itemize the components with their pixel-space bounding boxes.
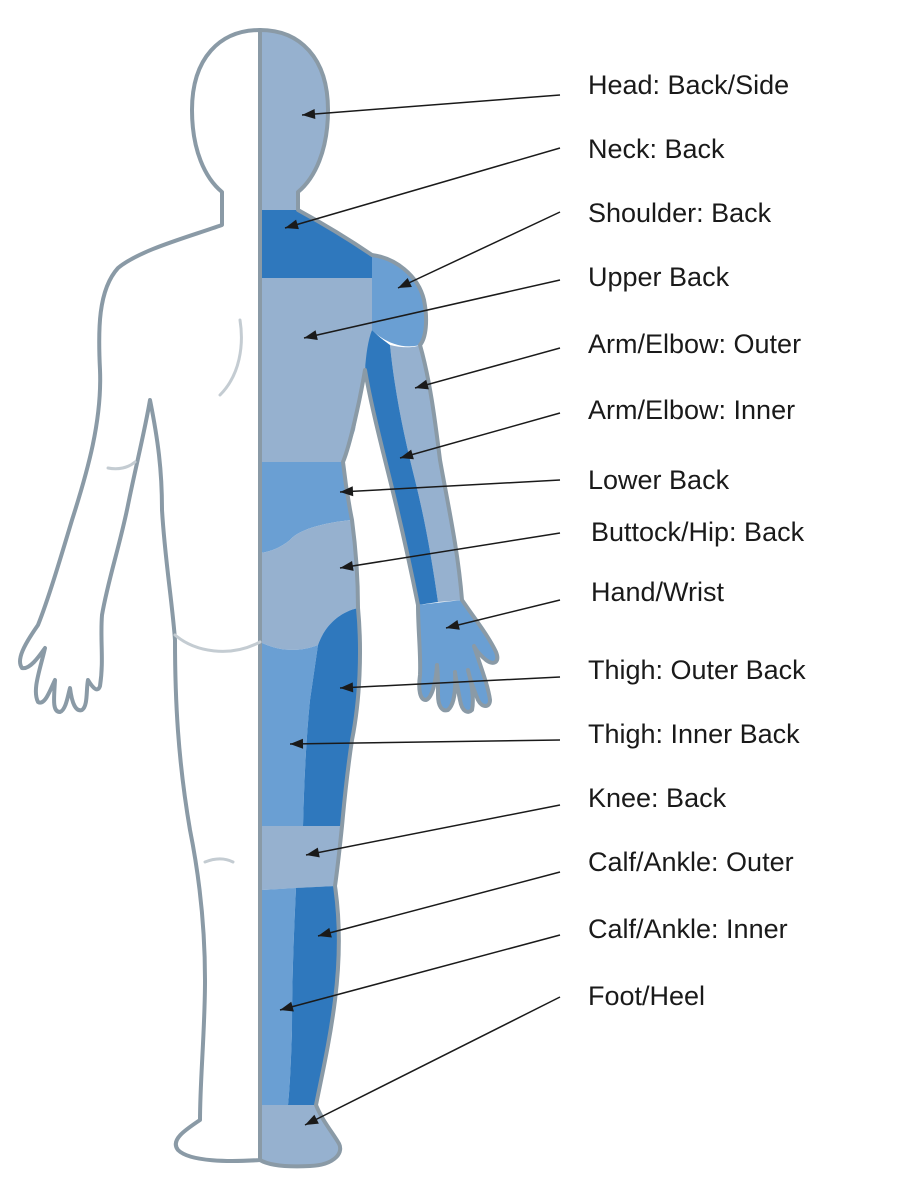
region-calf-inner — [262, 888, 296, 1105]
leader-line-arm-inner — [399, 412, 561, 459]
label-arm-inner: Arm/Elbow: Inner — [588, 395, 795, 425]
label-lower-back: Lower Back — [588, 465, 730, 495]
region-buttock — [260, 520, 358, 650]
arrowhead-shoulder — [398, 277, 412, 288]
region-foot — [260, 1105, 341, 1167]
region-head — [260, 30, 328, 210]
arrowhead-calf-outer — [318, 927, 332, 938]
region-arm-outer — [390, 345, 462, 602]
region-lower-back — [260, 462, 352, 553]
arrowhead-neck — [285, 219, 299, 230]
left-half-outline — [18, 28, 262, 1163]
region-knee — [262, 826, 342, 890]
leader-line-arm-outer — [414, 347, 561, 389]
arrowhead-upper-back — [304, 330, 318, 341]
waist-crease — [106, 460, 137, 471]
leader-line-head — [301, 94, 561, 116]
arrowhead-knee — [306, 847, 320, 858]
leader-line-buttock — [339, 532, 561, 569]
leader-line-hand — [445, 599, 561, 629]
leader-line-lower-back — [339, 479, 561, 493]
label-upper-back: Upper Back — [588, 262, 730, 292]
label-neck: Neck: Back — [588, 134, 725, 164]
arrowhead-thigh-inner — [290, 738, 304, 749]
label-knee: Knee: Back — [588, 783, 727, 813]
arrowhead-foot — [305, 1114, 319, 1125]
leader-line-foot — [304, 996, 561, 1126]
leader-line-knee — [305, 804, 561, 856]
label-shoulder: Shoulder: Back — [588, 198, 772, 228]
arrowhead-head — [302, 109, 316, 119]
arrowhead-lower-back — [340, 486, 354, 497]
region-calf-outer — [288, 886, 339, 1105]
shoulder-blade-crease — [218, 318, 243, 397]
leader-line-neck — [284, 147, 561, 229]
labels: Head: Back/Side Neck: Back Shoulder: Bac… — [588, 70, 806, 1011]
arrowhead-calf-inner — [280, 1001, 294, 1012]
region-hand — [418, 600, 498, 712]
region-upper-back — [260, 278, 372, 462]
body-creases — [106, 318, 262, 864]
knee-crease — [203, 857, 235, 864]
leader-line-shoulder — [397, 211, 561, 289]
leader-lines — [279, 94, 561, 1126]
arrowhead-hand — [446, 620, 460, 630]
label-foot: Foot/Heel — [588, 981, 705, 1011]
leader-line-calf-outer — [317, 871, 561, 937]
label-arm-outer: Arm/Elbow: Outer — [588, 329, 801, 359]
label-thigh-outer: Thigh: Outer Back — [588, 655, 806, 685]
label-head: Head: Back/Side — [588, 70, 789, 100]
leader-line-thigh-inner — [289, 739, 561, 745]
gluteal-fold — [173, 633, 262, 653]
label-hand: Hand/Wrist — [591, 577, 725, 607]
arrowhead-thigh-outer — [340, 682, 354, 693]
right-half-outline — [258, 28, 500, 1169]
body-right-half — [258, 28, 500, 1169]
label-calf-inner: Calf/Ankle: Inner — [588, 914, 788, 944]
leader-line-calf-inner — [279, 934, 561, 1011]
label-thigh-inner: Thigh: Inner Back — [588, 719, 800, 749]
leader-line-upper-back — [303, 279, 561, 339]
region-shoulder — [372, 255, 427, 347]
arrowhead-arm-outer — [415, 379, 429, 390]
label-buttock: Buttock/Hip: Back — [591, 517, 805, 547]
body-left-half — [18, 28, 262, 1163]
arrowhead-buttock — [340, 561, 354, 571]
leader-line-thigh-outer — [339, 676, 561, 689]
label-calf-outer: Calf/Ankle: Outer — [588, 847, 794, 877]
arrowhead-arm-inner — [400, 449, 414, 460]
region-thigh-inner — [260, 642, 318, 826]
region-arm-inner — [365, 330, 438, 605]
